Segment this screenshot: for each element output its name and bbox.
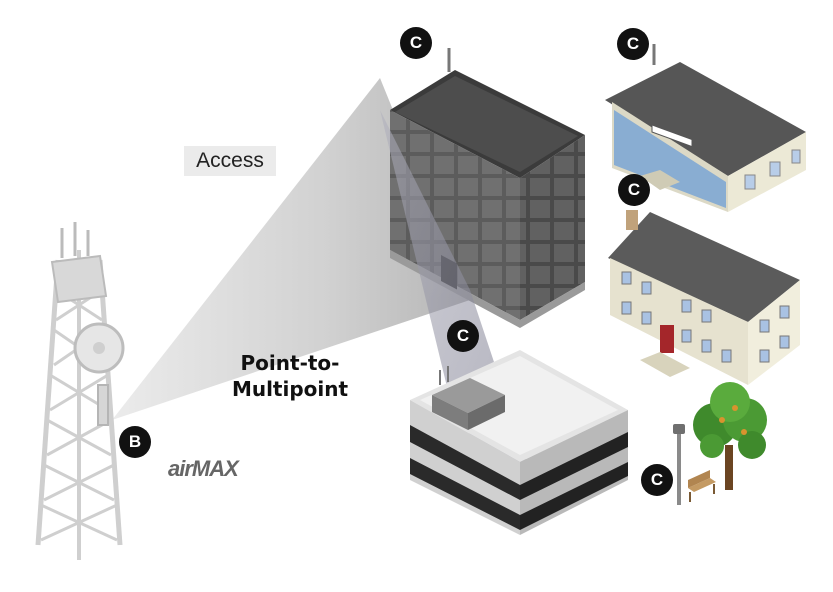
access-label: Access [184, 146, 276, 176]
storefront [605, 44, 806, 212]
client-marker-park: C [641, 464, 673, 496]
client-marker-office-tower: C [400, 27, 432, 59]
park [673, 382, 767, 505]
link-type-line-2: Multipoint [231, 377, 349, 401]
client-marker-low-office: C [447, 320, 479, 352]
client-marker-storefront: C [617, 28, 649, 60]
base-station-tower [35, 222, 125, 560]
base-station-marker: B [119, 426, 151, 458]
bench [688, 470, 716, 502]
link-type-line-1: Point-to- [240, 351, 340, 375]
tree [693, 382, 767, 490]
brand-logo: airMAX [168, 456, 239, 481]
client-marker-house: C [618, 174, 650, 206]
link-type-label: Point-to- Multipoint [215, 350, 365, 402]
house [608, 210, 800, 385]
low-office [410, 350, 628, 535]
coverage-beam [112, 78, 470, 420]
